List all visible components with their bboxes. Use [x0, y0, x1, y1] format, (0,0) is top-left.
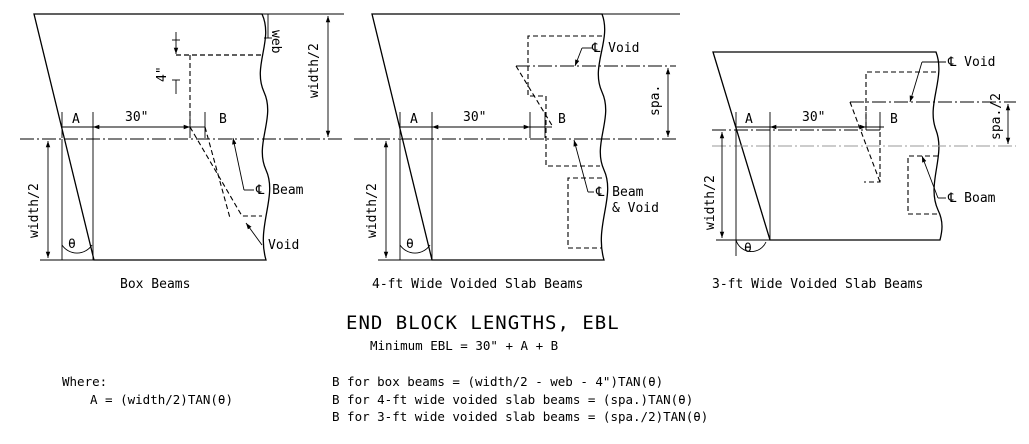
a-label: A — [72, 112, 80, 127]
three-ft-void-bottom — [907, 155, 940, 215]
width-half-label-left: width/2 — [27, 183, 42, 238]
width-half-label-4ft: width/2 — [365, 183, 380, 238]
three-ft-beam-outline — [712, 51, 943, 241]
width-half-label-right: width/2 — [307, 43, 322, 98]
cl-void-label-3ft: ℄ Void — [947, 55, 995, 70]
four-ft-caption: 4-ft Wide Voided Slab Beams — [372, 277, 583, 292]
spa-half-label: spa./2 — [989, 93, 1004, 140]
four-ft-void-bottom — [567, 177, 602, 249]
thirty-label: 30" — [125, 110, 148, 125]
cl-beam-label: ℄ Beam — [255, 183, 304, 198]
box-beams-panel: web width/2 4" A 30" B width/2 θ ℄ Beam … — [20, 13, 344, 292]
b-four-ft-formula: B for 4-ft wide voided slab beams = (spa… — [332, 392, 693, 407]
width-half-label-3ft: width/2 — [703, 175, 718, 230]
theta-label: θ — [68, 237, 76, 252]
void-label: Void — [268, 238, 299, 253]
cl-beam-void-label-1: ℄ Beam — [595, 185, 644, 200]
three-ft-void-top — [864, 71, 936, 183]
b-three-ft-formula: B for 3-ft wide voided slab beams = (spa… — [332, 409, 708, 424]
b-label: B — [219, 112, 227, 127]
a-label-4ft: A — [410, 112, 418, 127]
four-ft-beam-outline — [371, 13, 609, 261]
four-inch-label: 4" — [155, 66, 170, 82]
web-label: web — [268, 30, 283, 54]
three-ft-caption: 3-ft Wide Voided Slab Beams — [712, 277, 923, 292]
b-box-formula: B for box beams = (width/2 - web - 4")TA… — [332, 374, 663, 389]
spa-label: spa. — [648, 85, 663, 116]
b-label-3ft: B — [890, 112, 898, 127]
three-ft-panel: ℄ Void spa./2 A 30" B width/2 θ ℄ Boam 3… — [703, 51, 1016, 292]
cl-void-label: ℄ Void — [591, 41, 639, 56]
thirty-label-4ft: 30" — [463, 110, 486, 125]
thirty-label-3ft: 30" — [802, 110, 825, 125]
four-ft-void-top — [527, 35, 602, 167]
theta-label-3ft: θ — [744, 241, 752, 256]
theta-label-4ft: θ — [406, 237, 414, 252]
b-label-4ft: B — [558, 112, 566, 127]
cl-beam-void-label-2: & Void — [612, 201, 659, 216]
box-beam-outline — [33, 13, 271, 261]
cl-boam-label: ℄ Boam — [947, 191, 996, 206]
diagram-title: END BLOCK LENGTHS, EBL — [346, 312, 620, 334]
where-label: Where: — [62, 374, 107, 389]
a-label-3ft: A — [745, 112, 753, 127]
box-beams-caption: Box Beams — [120, 277, 190, 292]
box-void-outline — [189, 55, 262, 217]
four-ft-panel: ℄ Void spa. A 30" B width/2 θ ℄ Beam & V… — [354, 13, 680, 292]
a-formula: A = (width/2)TAN(θ) — [90, 392, 233, 407]
diagram-subtitle: Minimum EBL = 30" + A + B — [370, 338, 558, 353]
